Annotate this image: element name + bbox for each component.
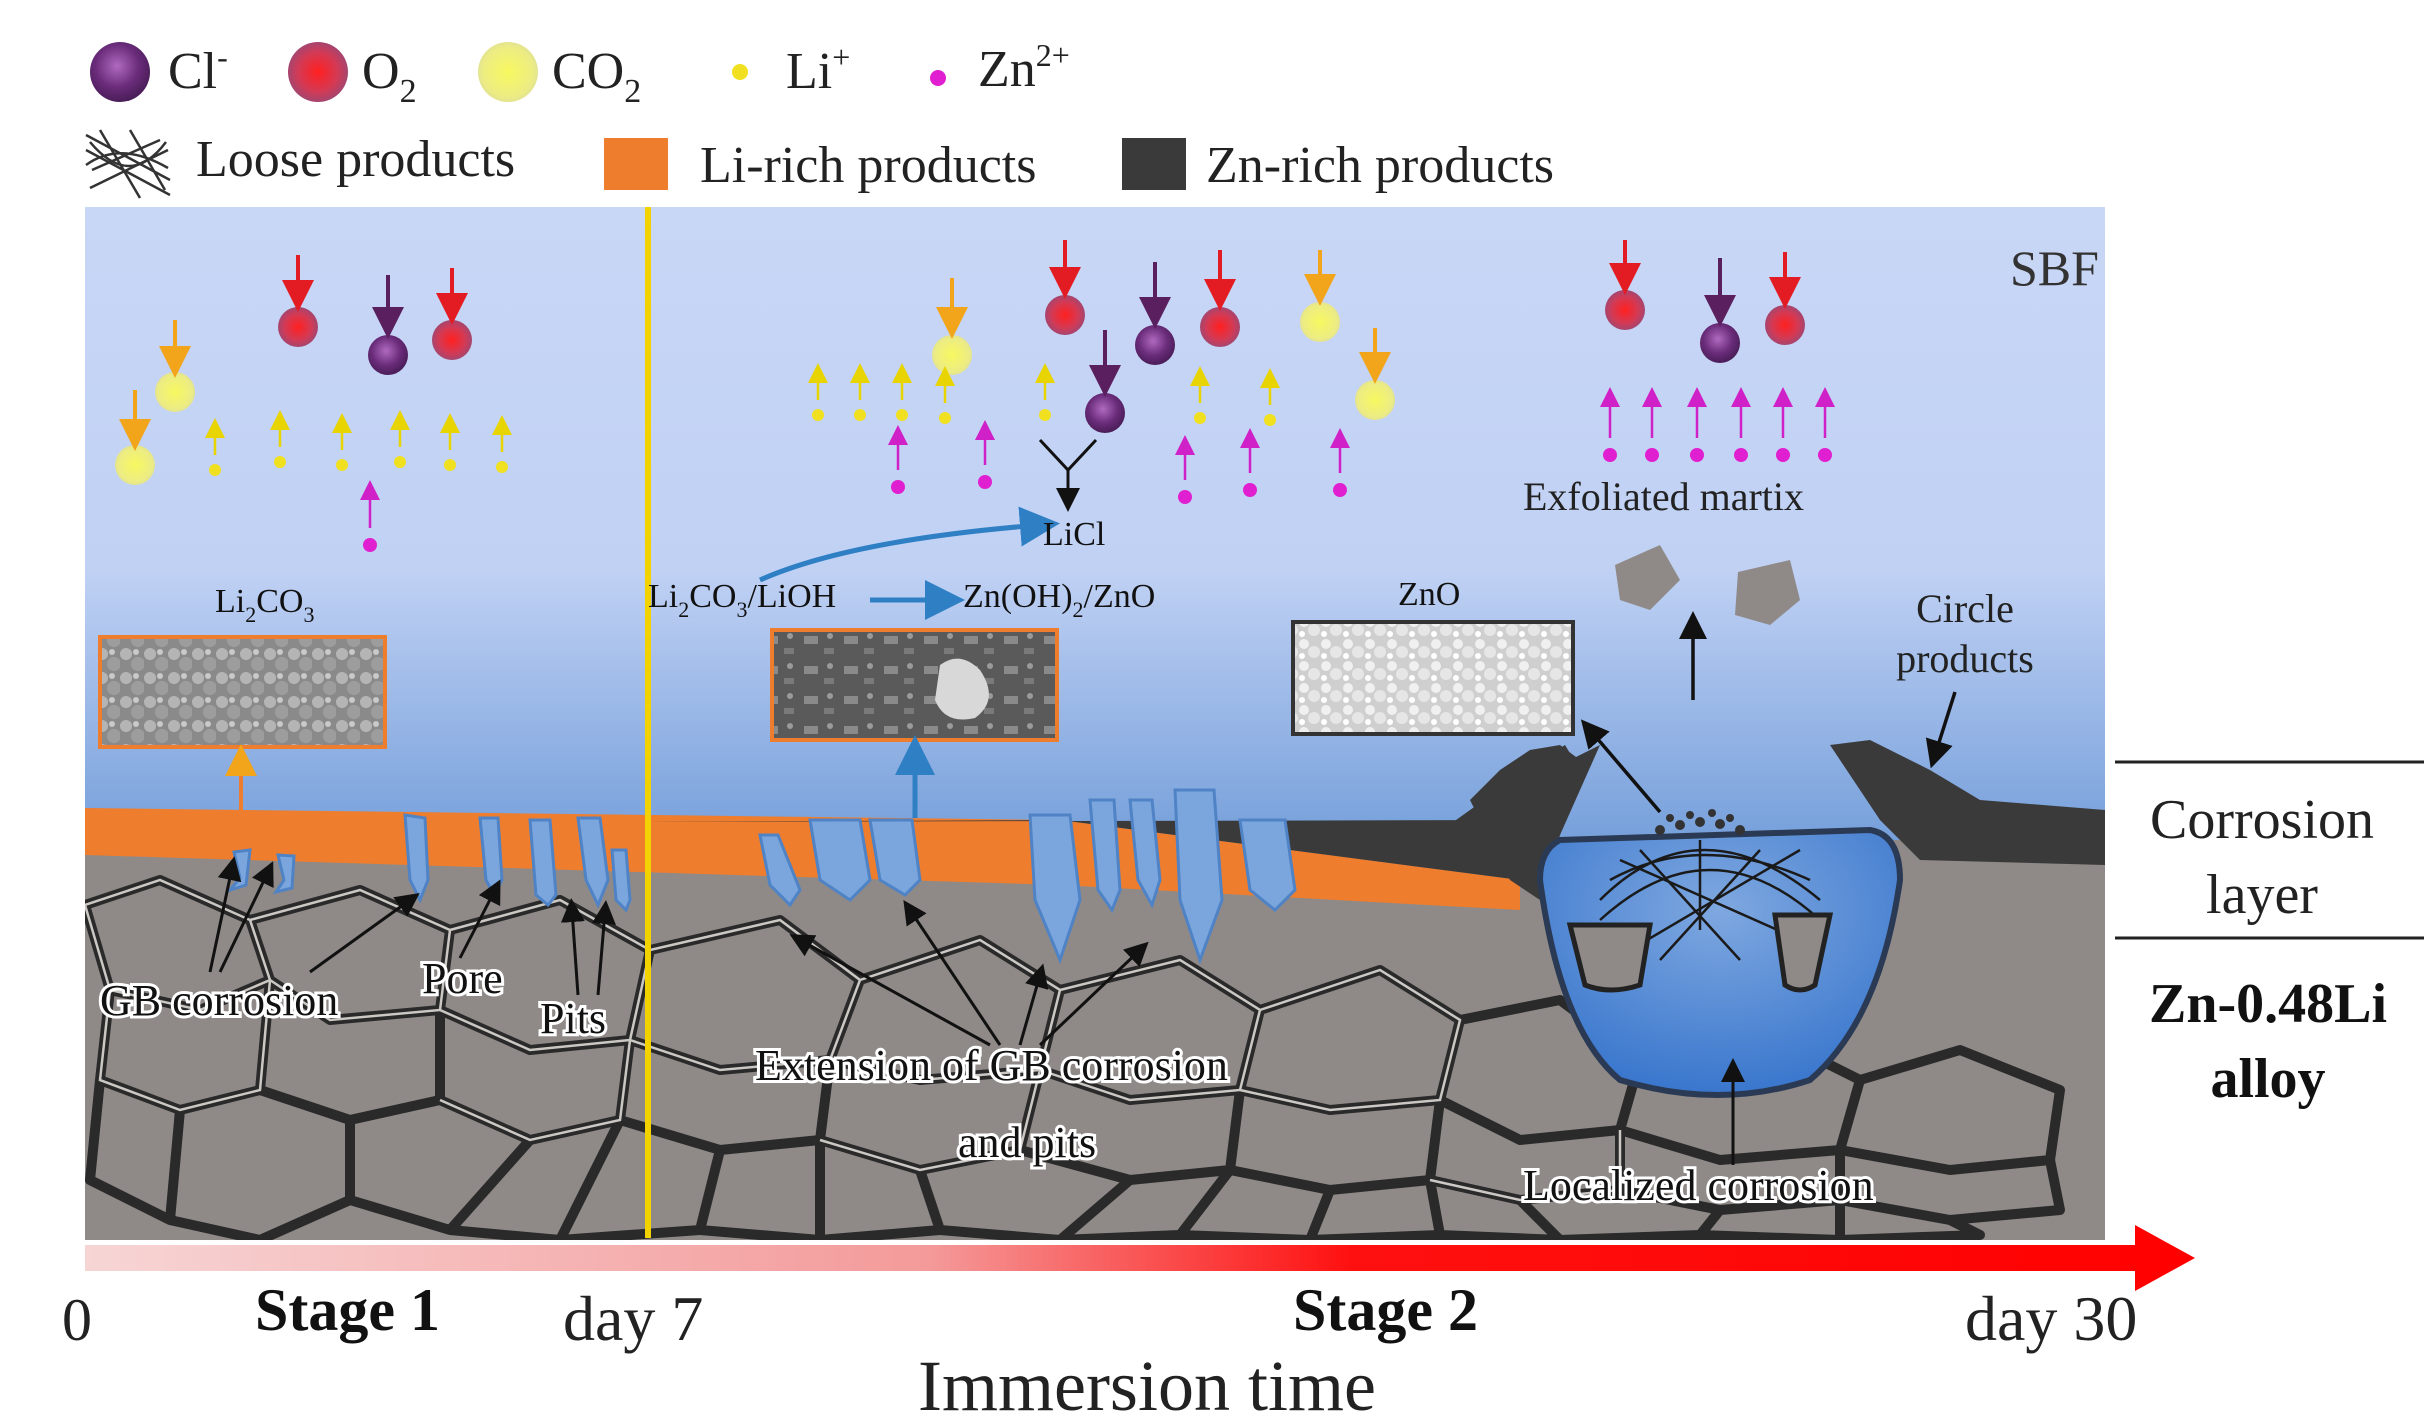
cl-ion-icon: [90, 42, 150, 102]
licl-label: LiCl: [1043, 516, 1105, 553]
svg-text:Zn-rich products: Zn-rich products: [1206, 137, 1554, 194]
legend: Cl- O2 CO2 Li+ Zn2+ Loose products: [85, 37, 1554, 199]
alloy-label-1: Zn-0.48Li: [2149, 973, 2387, 1035]
zn-ion-icon: [930, 70, 946, 86]
stage1-species: [115, 255, 512, 552]
svg-text:Li-rich products: Li-rich products: [700, 137, 1036, 194]
svg-text:Cl-: Cl-: [168, 39, 228, 100]
li-rich-products-layer: [85, 808, 1520, 910]
circle-products-label-1: Circle: [1916, 586, 2014, 631]
li2co3-label: Li2CO3: [215, 583, 314, 627]
corrosion-layer-label-2: layer: [2206, 864, 2318, 926]
day30-label: day 30: [1965, 1283, 2137, 1354]
stage1-corrosion-features: [225, 813, 632, 913]
compound-labels: Li2CO3 Li2CO3/LiOH LiCl Zn(OH)2/ZnO ZnO: [215, 516, 1460, 627]
extension-label-1: Extension of GB corrosion: [755, 1041, 1228, 1090]
stage2-corrosion-features: [758, 788, 1297, 965]
stage2-species: [808, 240, 1395, 504]
circle-products-left: [1470, 745, 1580, 900]
timeline-labels: 0 Stage 1 day 7 Stage 2 day 30 Immersion…: [62, 1277, 2137, 1417]
zn-rich-swatch: [1122, 138, 1186, 190]
legend-loose-products: Loose products: [85, 129, 515, 199]
stage2-label: Stage 2: [1293, 1277, 1478, 1343]
annotation-labels: GB corrosion Pore Pits Extension of GB c…: [97, 951, 1877, 1213]
stage1-label: Stage 1: [255, 1277, 440, 1343]
legend-li-rich: Li-rich products: [604, 137, 1036, 194]
legend-co2: CO2: [478, 42, 641, 110]
alloy-label-2: alloy: [2210, 1048, 2325, 1110]
sbf-label: SBF: [2010, 240, 2099, 296]
li-ion-icon: [732, 64, 748, 80]
zno-label: ZnO: [1398, 576, 1460, 613]
annotation-arrows: [208, 856, 1745, 1165]
pore-label: Pore: [422, 954, 503, 1003]
legend-cl: Cl-: [90, 39, 228, 102]
zn-oh2-label: Zn(OH)2/ZnO: [963, 578, 1155, 622]
svg-text:Loose products: Loose products: [196, 131, 515, 188]
gb-corrosion-label: GB corrosion: [100, 976, 338, 1025]
extension-label-2: and pits: [958, 1118, 1096, 1167]
legend-zn-rich: Zn-rich products: [1122, 137, 1554, 194]
circle-products-right: [1830, 740, 2105, 865]
zn-rich-products-layer: [640, 745, 1600, 880]
o2-molecule-icon: [288, 42, 348, 102]
loose-products-swatch: [85, 129, 171, 199]
legend-o2: O2: [288, 42, 417, 110]
pits-label: Pits: [540, 994, 606, 1043]
corrosion-layer-label-1: Corrosion: [2150, 789, 2374, 851]
localized-corrosion-pit: [1536, 809, 1904, 1098]
day7-label: day 7: [563, 1283, 703, 1354]
exfoliated-fragment-1: [1615, 545, 1680, 610]
svg-text:CO2: CO2: [552, 43, 641, 110]
immersion-time-title: Immersion time: [918, 1346, 1376, 1417]
alloy-labels: Zn-0.48Li alloy: [2149, 973, 2387, 1110]
li-rich-swatch: [604, 138, 668, 190]
circle-products-label-2: products: [1896, 636, 2034, 681]
sem-inset-zno: [1291, 620, 1575, 736]
co2-molecule-icon: [478, 42, 538, 102]
stage3-species: [1600, 240, 1835, 700]
svg-text:Li+: Li+: [786, 39, 850, 100]
immersion-time-arrow: [85, 1225, 2195, 1291]
legend-li: Li+: [732, 39, 850, 100]
exfoliated-fragment-2: [1735, 560, 1800, 625]
localized-corrosion-label: Localized corrosion: [1523, 1161, 1874, 1210]
stage2-reactant-label: Li2CO3/LiOH: [648, 578, 836, 622]
legend-zn: Zn2+: [930, 37, 1070, 98]
svg-text:O2: O2: [362, 43, 417, 110]
timeline-start: 0: [62, 1287, 92, 1353]
svg-text:Zn2+: Zn2+: [978, 37, 1070, 98]
sem-inset-li2co3: [98, 635, 387, 749]
exfoliated-label: Exfoliated martix: [1523, 474, 1804, 519]
layer-labels: Corrosion layer: [2150, 789, 2374, 926]
sem-inset-zn-oh2: [770, 628, 1059, 742]
